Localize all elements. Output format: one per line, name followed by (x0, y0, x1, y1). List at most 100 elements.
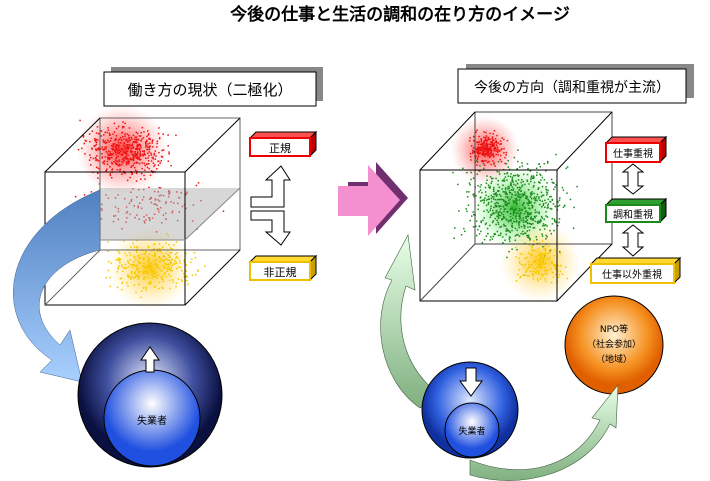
scatter-dot (504, 200, 506, 202)
tag-harmony-label: 調和重視 (613, 208, 653, 221)
scatter-dot (516, 249, 518, 251)
scatter-dot (107, 241, 109, 243)
scatter-dot (549, 251, 551, 253)
scatter-dot (550, 281, 553, 284)
scatter-dot (520, 209, 522, 211)
scatter-dot (480, 143, 483, 146)
scatter-dot (151, 255, 154, 257)
scatter-dot (161, 252, 163, 254)
scatter-dot (531, 249, 533, 251)
scatter-dot (558, 199, 561, 201)
scatter-dot (483, 202, 485, 204)
scatter-dot (476, 129, 478, 131)
scatter-dot (109, 166, 111, 168)
scatter-dot (503, 216, 506, 219)
scatter-dot (533, 240, 535, 242)
scatter-dot (528, 263, 530, 266)
scatter-dot (137, 151, 139, 153)
scatter-dot (147, 259, 150, 261)
scatter-dot (106, 152, 109, 155)
tag-harmony: 調和重視 (604, 197, 668, 224)
scatter-dot (109, 173, 111, 175)
scatter-dot (151, 156, 153, 159)
scatter-dot (131, 144, 133, 146)
scatter-dot (481, 191, 483, 194)
scatter-dot (481, 199, 483, 202)
scatter-dot (488, 198, 490, 200)
scatter-dot (546, 236, 548, 238)
scatter-dot (541, 194, 544, 197)
scatter-dot (489, 224, 491, 227)
scatter-dot (538, 197, 540, 200)
scatter-dot (136, 251, 138, 254)
scatter-dot (491, 145, 493, 148)
scatter-dot (482, 219, 484, 222)
scatter-dot (548, 258, 550, 261)
scatter-dot (544, 280, 547, 282)
scatter-dot (490, 182, 492, 185)
scatter-dot (489, 239, 491, 241)
scatter-dot (527, 212, 530, 214)
scatter-dot (141, 290, 143, 292)
scatter-dot (529, 270, 531, 273)
scatter-dot (513, 209, 515, 211)
scatter-dot (526, 173, 529, 176)
scatter-dot (532, 219, 534, 222)
scatter-dot (161, 278, 163, 280)
scatter-dot (472, 147, 475, 149)
scatter-dot (530, 245, 533, 248)
scatter-dot (139, 256, 142, 259)
scatter-dot (528, 222, 531, 225)
scatter-dot (186, 276, 188, 278)
scatter-dot (491, 180, 493, 183)
scatter-dot (490, 236, 492, 238)
scatter-dot (128, 161, 130, 163)
scatter-dot (146, 255, 149, 258)
scatter-dot (134, 151, 136, 153)
scatter-dot (165, 257, 167, 260)
scatter-dot (125, 155, 127, 158)
scatter-dot (469, 183, 471, 186)
scatter-dot (507, 160, 509, 162)
scatter-dot (117, 268, 119, 270)
scatter-dot (475, 220, 478, 222)
scatter-dot (102, 148, 104, 151)
scatter-dot (538, 211, 540, 213)
scatter-dot (161, 156, 164, 158)
scatter-dot (547, 189, 549, 192)
scatter-dot (482, 145, 484, 147)
scatter-dot (470, 171, 472, 174)
scatter-dot (496, 150, 498, 152)
scatter-dot (150, 270, 152, 272)
scatter-dot (503, 217, 505, 219)
scatter-dot (528, 207, 530, 209)
scatter-dot (123, 267, 125, 269)
scatter-dot (126, 139, 129, 141)
scatter-dot (564, 266, 567, 268)
scatter-dot (121, 161, 123, 163)
scatter-dot (146, 135, 148, 138)
scatter-dot (554, 249, 556, 252)
scatter-dot (492, 177, 494, 180)
scatter-dot (528, 244, 531, 246)
scatter-dot (91, 130, 94, 132)
scatter-dot (146, 139, 148, 142)
scatter-dot (530, 216, 532, 218)
scatter-dot (494, 141, 497, 143)
scatter-dot (123, 151, 125, 153)
scatter-dot (490, 177, 493, 180)
scatter-dot (528, 214, 530, 216)
scatter-dot (181, 280, 183, 282)
scatter-dot (124, 145, 126, 148)
scatter-dot (164, 252, 167, 254)
scatter-dot (111, 169, 113, 171)
scatter-dot (477, 155, 480, 157)
scatter-dot (515, 201, 517, 204)
scatter-dot (527, 234, 530, 236)
scatter-dot (117, 266, 120, 269)
scatter-dot (476, 173, 478, 175)
scatter-dot (529, 239, 531, 241)
scatter-dot (165, 263, 168, 265)
scatter-dot (159, 162, 161, 164)
scatter-dot (518, 208, 521, 210)
